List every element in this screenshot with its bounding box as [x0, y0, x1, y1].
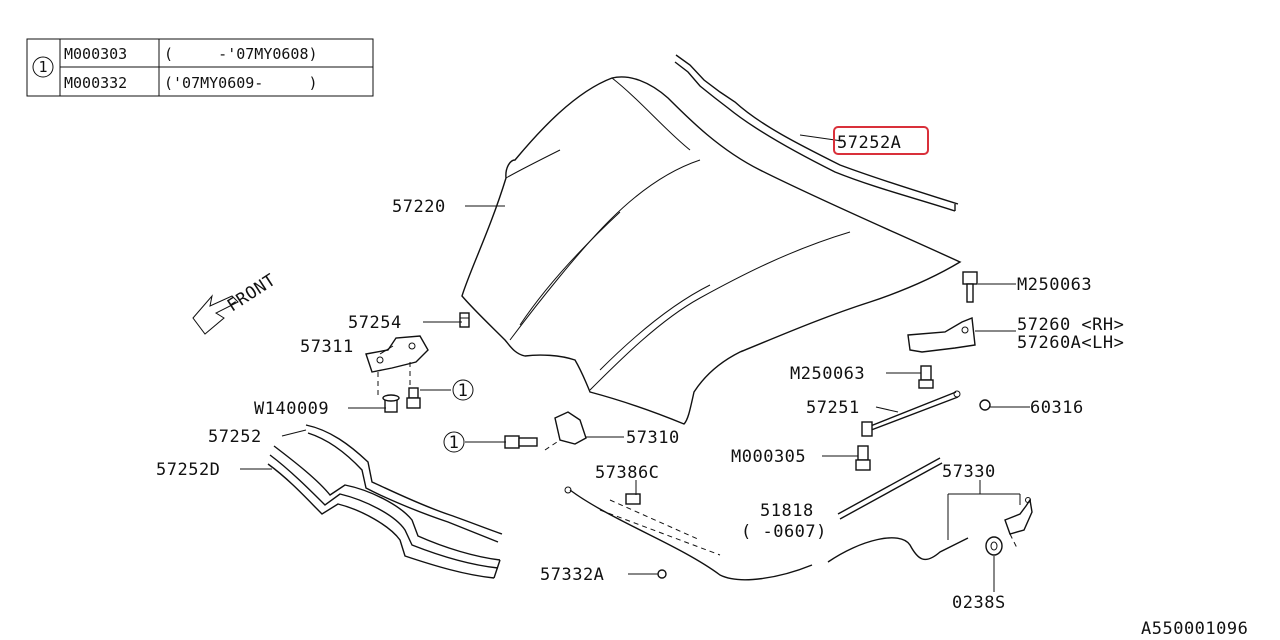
- diagram-code: A550001096: [1141, 619, 1248, 639]
- striker-bolt-icon: [504, 435, 538, 449]
- front-seal-d: [267, 445, 501, 579]
- callout-60316: 60316: [1030, 398, 1084, 418]
- bumper-rubber-icon: [459, 312, 470, 328]
- callout-57386c: 57386C: [595, 463, 659, 483]
- callout-57260-rh: 57260 <RH>: [1017, 315, 1124, 335]
- grommet-57332a-icon: [657, 569, 667, 579]
- front-label: FRONT: [224, 270, 280, 316]
- highlight-box: [833, 126, 929, 155]
- legend-range-2: ('07MY0609- ): [164, 74, 318, 92]
- callout-57252: 57252: [208, 427, 262, 447]
- callout-57252a: 57252A: [837, 133, 901, 153]
- legend-range-1: ( -'07MY0608): [164, 45, 318, 63]
- callout-51818: 51818: [760, 501, 814, 521]
- cable-lever-icon: [1004, 497, 1033, 551]
- hood-stay: [861, 390, 961, 437]
- release-cable: [564, 486, 969, 581]
- callout-m000305: M000305: [731, 447, 806, 467]
- stay-clip-icon: [979, 399, 991, 411]
- callout-57254: 57254: [348, 313, 402, 333]
- callout-57220: 57220: [392, 197, 446, 217]
- legend-part-2: M000332: [64, 74, 127, 92]
- legend-ref-symbol: 1: [38, 58, 47, 76]
- callout-m250063-mid: M250063: [790, 364, 865, 384]
- washer-bolt-icon: [382, 394, 400, 413]
- ref-circle-icon: [32, 56, 54, 78]
- callout-57330: 57330: [942, 462, 996, 482]
- callout-57332a: 57332A: [540, 565, 604, 585]
- callout-57260a-lh: 57260A<LH>: [1017, 333, 1124, 353]
- hinge-bolt-mid-icon: [918, 365, 934, 389]
- stay-bolt-icon: [855, 445, 871, 471]
- callout-57252d: 57252D: [156, 460, 220, 480]
- front-seal: [305, 424, 503, 543]
- hood-panel: [461, 76, 962, 425]
- washer-hose: [837, 457, 943, 520]
- callout-ref-latch: 1: [458, 381, 469, 401]
- callout-57251: 57251: [806, 398, 860, 418]
- callout-w140009: W140009: [254, 399, 329, 419]
- hood-hinge-icon: [907, 317, 976, 353]
- hinge-bolt-top-icon: [962, 271, 978, 303]
- leader-lines: [240, 134, 1030, 592]
- callout-m250063-top: M250063: [1017, 275, 1092, 295]
- hood-latch-icon: [365, 335, 429, 395]
- grommet-0238s-icon: [985, 536, 1003, 556]
- legend-part-1: M000303: [64, 45, 127, 63]
- legend-table: 1 M000303 ( -'07MY0608) M000332 ('07MY06…: [26, 38, 374, 97]
- callout-ref-striker: 1: [449, 433, 460, 453]
- front-arrow-icon: [192, 294, 239, 335]
- callout-0238s: 0238S: [952, 593, 1006, 613]
- striker-icon: [544, 411, 587, 451]
- callout-51818-note: ( -0607): [741, 522, 827, 542]
- hood-rear-seal: [674, 54, 959, 212]
- latch-bolt-icon: [406, 387, 421, 409]
- ref-circle-striker-icon: [443, 431, 465, 453]
- callout-57311: 57311: [300, 337, 354, 357]
- ref-circle-latch-icon: [452, 379, 474, 401]
- callout-57310: 57310: [626, 428, 680, 448]
